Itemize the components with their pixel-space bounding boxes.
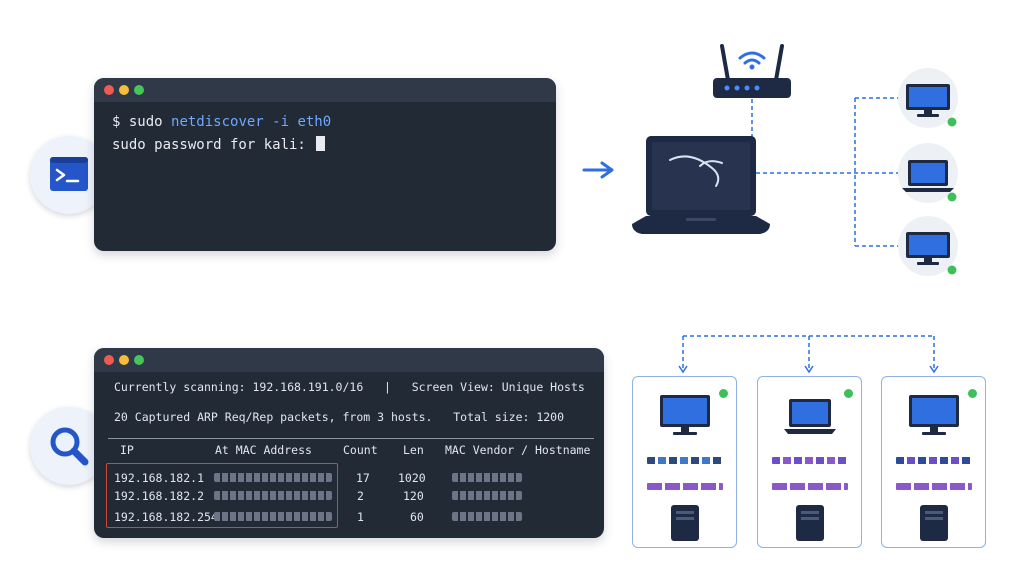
header-divider (108, 438, 594, 439)
monitor-icon (909, 395, 959, 435)
terminal-titlebar (94, 348, 604, 372)
table-row-count: 1 (357, 510, 364, 524)
server-tower-icon (920, 505, 948, 541)
minimize-window-dot[interactable] (119, 85, 129, 95)
redacted-vendor (452, 512, 522, 521)
arrow-right-icon (582, 161, 614, 179)
column-header-count: Count (343, 443, 378, 457)
wifi-router-icon (713, 44, 791, 98)
redacted-mac-address (214, 512, 332, 521)
network-topology (632, 44, 958, 276)
shell-prompt: $ sudo (112, 114, 172, 130)
close-window-dot[interactable] (104, 85, 114, 95)
server-tower-icon (796, 505, 824, 541)
password-prompt: sudo password for kali: (112, 137, 315, 153)
table-row-count: 2 (357, 489, 364, 503)
server-tower-icon (671, 505, 699, 541)
network-device-1 (898, 68, 958, 128)
terminal-prompt-icon (50, 157, 88, 191)
netdiscover-command-terminal: $ sudo netdiscover -i eth0 sudo password… (94, 78, 556, 251)
minimize-window-dot[interactable] (119, 355, 129, 365)
maximize-window-dot[interactable] (134, 355, 144, 365)
discovered-hosts-highlight (106, 463, 338, 528)
table-row-ip: 192.168.182.2 (114, 489, 205, 503)
kali-laptop-icon (632, 136, 770, 234)
table-row-ip: 192.168.182.254 (114, 510, 218, 524)
text-cursor[interactable] (316, 136, 326, 151)
netdiscover-results-terminal (94, 348, 604, 538)
network-device-2 (898, 143, 958, 203)
column-header-len: Len (403, 443, 424, 457)
online-status-dot (719, 389, 728, 398)
table-row-ip: 192.168.182.1 (114, 471, 205, 485)
redacted-mac-address (214, 491, 332, 500)
redacted-vendor (452, 491, 522, 500)
magnifier-search-icon (50, 427, 89, 466)
command-line: $ sudo netdiscover -i eth0 (112, 114, 331, 130)
monitor-icon (660, 395, 710, 435)
host-card-3 (881, 376, 986, 548)
packet-summary-line: 20 Captured ARP Req/Rep packets, from 3 … (114, 410, 565, 424)
column-header-mac: At MAC Address (215, 443, 312, 457)
close-window-dot[interactable] (104, 355, 114, 365)
online-status-dot (968, 389, 977, 398)
column-header-ip: IP (120, 443, 134, 457)
maximize-window-dot[interactable] (134, 85, 144, 95)
laptop-icon (784, 399, 836, 434)
host-card-2 (757, 376, 862, 548)
column-header-vendor: MAC Vendor / Hostname (445, 443, 591, 457)
vendor-placeholder (647, 483, 723, 490)
scan-status-line: Currently scanning: 192.168.191.0/16 | S… (114, 380, 585, 394)
host-branch-connectors (678, 335, 939, 374)
table-row-len: 1020 (398, 471, 426, 485)
mac-address-placeholder (896, 457, 972, 464)
network-device-3 (898, 216, 958, 276)
mac-address-placeholder (772, 457, 848, 464)
redacted-vendor (452, 473, 522, 482)
vendor-placeholder (896, 483, 972, 490)
mac-address-placeholder (647, 457, 723, 464)
host-card-1 (632, 376, 737, 548)
password-line: sudo password for kali: (112, 136, 326, 153)
redacted-mac-address (214, 473, 332, 482)
table-row-count: 17 (356, 471, 370, 485)
online-status-dot (844, 389, 853, 398)
terminal-titlebar (94, 78, 556, 102)
table-row-len: 60 (410, 510, 424, 524)
table-row-len: 120 (403, 489, 424, 503)
command-text: netdiscover -i eth0 (171, 114, 332, 130)
vendor-placeholder (772, 483, 848, 490)
